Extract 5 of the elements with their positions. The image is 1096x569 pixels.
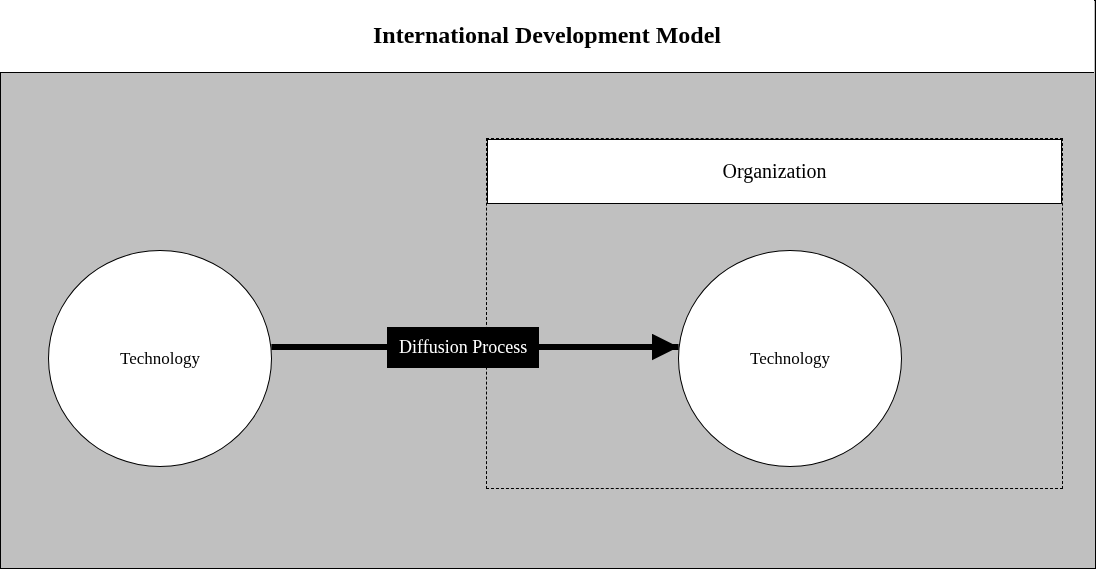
title: International Development Model [372, 22, 722, 49]
group-heading: Organization [722, 160, 827, 183]
node-label: Technology [750, 348, 830, 369]
edge-label: Diffusion Process [387, 326, 540, 368]
node-label: Technology [120, 348, 200, 369]
